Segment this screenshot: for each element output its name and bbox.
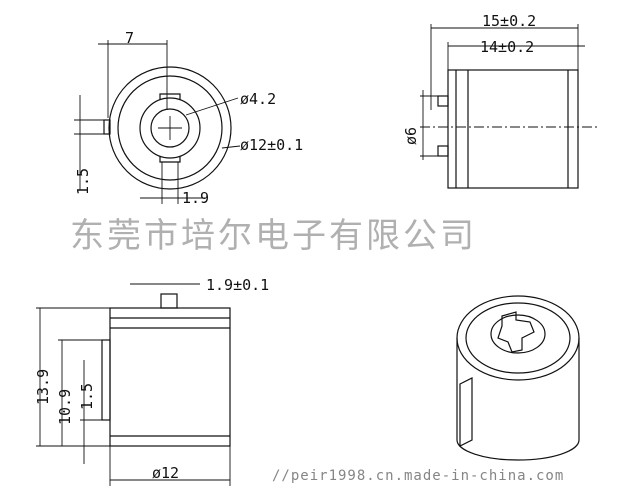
end-view-hub [139, 97, 201, 159]
front-view: 1.9±0.1 13.9 10.9 1.5 ø12 [34, 276, 269, 486]
dim-total-height: 13.9 [34, 369, 52, 405]
end-view-top-notch [159, 93, 181, 100]
dim-body-length: 14±0.2 [480, 38, 534, 56]
dim-front-diameter: ø12 [152, 464, 179, 482]
end-view-lug [103, 119, 111, 135]
dim-outer-diameter: ø12±0.1 [240, 136, 303, 154]
front-view-body [109, 307, 231, 447]
watermark-company: 东莞市培尔电子有限公司 [70, 216, 477, 256]
front-view-side-tab [101, 339, 111, 421]
end-view: 7 ø4.2 ø12±0.1 1.5 1.9 [74, 29, 303, 207]
dim-tab-width: 1.9 [182, 189, 209, 207]
dim-lug-height: 1.5 [74, 168, 92, 195]
iso-top-rim [465, 302, 571, 374]
dim-overall-length: 15±0.2 [482, 12, 536, 30]
end-view-inner-circle [117, 75, 223, 181]
side-view-body [447, 69, 579, 189]
side-view-pin-top [437, 95, 449, 107]
iso-top-face [456, 295, 580, 381]
iso-keyed-bore [497, 311, 535, 353]
watermark-url: //peir1998.cn.made-in-china.com [272, 468, 565, 484]
dim-shaft-diameter: ø6 [402, 127, 420, 145]
front-view-pin [160, 293, 178, 309]
end-view-bore [150, 108, 190, 148]
dim-body-height: 10.9 [56, 389, 74, 425]
iso-side-tab [459, 377, 473, 447]
dim-pin-width: 1.9±0.1 [206, 276, 269, 294]
iso-body [456, 338, 580, 461]
dim-bore-diameter: ø4.2 [240, 90, 276, 108]
side-view-pin-bottom [437, 145, 449, 157]
iso-hub [490, 314, 546, 354]
end-view-bottom-notch [159, 156, 181, 163]
end-view-outer-circle [108, 66, 232, 190]
side-view: 15±0.2 14±0.2 ø6 [402, 12, 600, 189]
dim-tab-height: 1.5 [78, 383, 96, 410]
isometric-view [456, 295, 580, 461]
dim-end-width: 7 [125, 29, 134, 47]
